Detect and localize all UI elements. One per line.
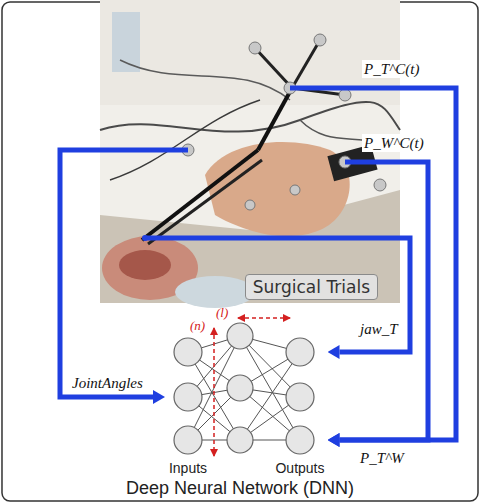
tracking-marker: [290, 185, 300, 195]
neuron: [286, 338, 314, 366]
signal-connector: [60, 150, 153, 397]
signal-label: P_T^C(t): [362, 60, 422, 78]
neuron: [286, 426, 314, 454]
signal-stub: [145, 236, 400, 241]
neuron: [227, 427, 253, 453]
tool-body: [258, 88, 292, 150]
signal-label: P_W^C(t): [362, 134, 426, 152]
neuron: [174, 383, 202, 411]
neuron: [286, 383, 314, 411]
photo-ground: [100, 0, 400, 303]
marker-rod: [255, 48, 292, 88]
tracking-marker: [249, 42, 261, 54]
neuron: [227, 323, 253, 349]
neuron: [174, 338, 202, 366]
panel-title: Surgical Trials: [245, 274, 378, 300]
network-region: Inputs OutputsDeep Neural Network (DNN): [121, 312, 359, 501]
signal-label: P_T^W: [360, 450, 404, 466]
photo-panel: Surgical Trials: [100, 0, 400, 303]
tracking-marker: [314, 34, 326, 46]
tracking-marker: [339, 89, 351, 101]
network-links: [188, 336, 300, 440]
neuron-count-arrow: [213, 328, 215, 456]
gloved-hand: [175, 276, 255, 308]
output-layer: Outputs: [272, 328, 327, 476]
signal-label: JointAngles: [70, 374, 145, 392]
signal-connector: [340, 88, 456, 440]
cable: [100, 102, 400, 132]
signal-stub: [290, 86, 400, 91]
tracking-marker: [245, 200, 255, 210]
neuron: [174, 426, 202, 454]
layer-label: Outputs: [275, 461, 324, 476]
tissue-core: [119, 250, 171, 280]
signal-stub: [345, 160, 400, 165]
input-layer: Inputs: [165, 328, 211, 476]
signal-connector: [340, 162, 428, 440]
layer-count-arrow: [238, 317, 290, 319]
network-caption: Deep Neural Network (DNN): [126, 478, 354, 498]
neuron: [227, 375, 253, 401]
marker-rod: [292, 40, 320, 88]
wall: [100, 0, 400, 105]
layer-count-label: (l): [216, 305, 228, 321]
signal-stub: [100, 148, 188, 153]
neurons: [174, 323, 314, 454]
layer-label: Inputs: [169, 461, 207, 476]
cable: [120, 60, 290, 100]
forceps: [142, 150, 258, 240]
signal-label: jaw_T: [358, 320, 400, 338]
forceps: [148, 160, 262, 244]
neuron-count-label: (n): [190, 318, 205, 334]
surgical-photo: [100, 0, 400, 308]
tracking-marker: [374, 179, 386, 191]
